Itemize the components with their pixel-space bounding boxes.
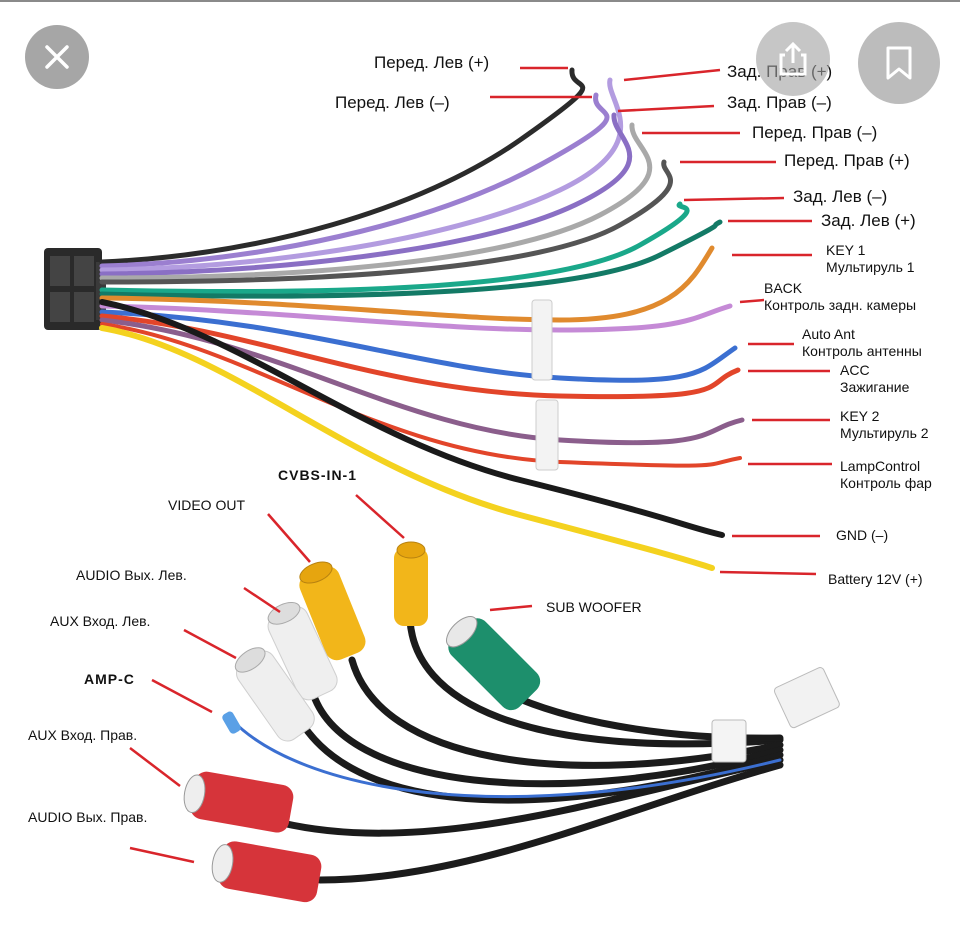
wire-rear-left-minus — [99, 201, 690, 295]
label-lamp-line1: LampControl — [840, 458, 921, 474]
wires — [99, 67, 745, 571]
rca-audio-out-right — [211, 841, 322, 903]
rca-aux-in-right — [183, 771, 294, 833]
top-border — [0, 0, 960, 2]
label-auto-ant: Auto Ant Контроль антенны — [802, 326, 922, 360]
label-back-line1: BACK — [764, 280, 803, 296]
label-front-right-minus: Перед. Прав (–) — [752, 123, 878, 142]
aux-connector — [711, 667, 840, 763]
wire-rear-left-plus — [99, 219, 723, 299]
share-icon — [779, 41, 807, 76]
wire-front-right-plus — [99, 159, 673, 285]
label-key2: KEY 2 Мультируль 2 — [840, 408, 929, 442]
wire-lamp — [100, 322, 742, 468]
label-aux-in-right: AUX Вход. Прав. — [28, 727, 138, 743]
label-rear-right-minus: Зад. Прав (–) — [727, 93, 832, 112]
bookmark-button[interactable] — [858, 22, 940, 104]
label-key1: KEY 1 Мультируль 1 — [826, 242, 915, 276]
label-rear-left-plus: Зад. Лев (+) — [821, 211, 916, 230]
label-auto-ant-line2: Контроль антенны — [802, 343, 922, 359]
close-button[interactable] — [25, 25, 89, 89]
label-amp-c: AMP-C — [84, 671, 135, 687]
wire-front-left-minus — [99, 92, 610, 269]
label-key2-line1: KEY 2 — [840, 408, 880, 424]
pointer-lines — [129, 66, 832, 864]
label-gnd: GND (–) — [836, 527, 889, 543]
iso-connector — [44, 248, 106, 330]
label-front-right-plus: Перед. Прав (+) — [784, 151, 910, 170]
wire-rear-right-plus — [99, 77, 624, 273]
wire-acc — [99, 313, 741, 400]
wire-front-left-plus — [99, 67, 586, 265]
wire-tags — [531, 299, 559, 471]
rca-sub-woofer — [446, 616, 541, 711]
label-audio-out-right: AUDIO Вых. Прав. — [28, 809, 148, 825]
label-battery: Battery 12V (+) — [828, 571, 923, 587]
wire-battery — [99, 325, 715, 571]
label-back-line2: Контроль задн. камеры — [764, 297, 917, 313]
wire-gnd — [99, 299, 725, 538]
label-acc-line1: ACC — [840, 362, 870, 378]
wire-key1 — [99, 245, 715, 323]
label-sub-woofer: SUB WOOFER — [546, 599, 642, 615]
label-front-left-minus: Перед. Лев (–) — [335, 93, 450, 112]
wire-front-right-minus — [99, 122, 653, 281]
label-key1-line2: Мультируль 1 — [826, 259, 915, 275]
wire-rear-right-minus — [99, 112, 633, 277]
share-button[interactable] — [756, 22, 830, 96]
label-acc-line2: Зажигание — [840, 379, 910, 395]
rca-video-out — [299, 561, 366, 661]
amp-c-tip — [222, 711, 241, 734]
label-lamp-line2: Контроль фар — [840, 475, 932, 491]
rca-cables — [230, 616, 784, 884]
label-acc: ACC Зажигание — [840, 362, 909, 396]
label-audio-out-left: AUDIO Вых. Лев. — [76, 567, 187, 583]
label-auto-ant-line1: Auto Ant — [802, 326, 855, 342]
label-video-out: VIDEO OUT — [168, 497, 246, 513]
rca-aux-in-left — [234, 647, 315, 742]
rca-cvbs-in — [394, 541, 428, 626]
label-key2-line2: Мультируль 2 — [840, 425, 929, 441]
label-front-left-plus: Перед. Лев (+) — [374, 53, 490, 72]
wire-back — [99, 303, 733, 333]
label-lamp-control: LampControl Контроль фар — [840, 458, 932, 492]
wire-auto-ant — [99, 309, 738, 383]
close-icon — [45, 45, 69, 69]
label-back: BACK Контроль задн. камеры — [764, 280, 916, 314]
bookmark-icon — [886, 46, 912, 80]
label-rear-left-minus: Зад. Лев (–) — [793, 187, 888, 206]
label-key1-line1: KEY 1 — [826, 242, 866, 258]
label-aux-in-left: AUX Вход. Лев. — [50, 613, 151, 629]
label-cvbs-in: CVBS-IN-1 — [278, 467, 358, 483]
